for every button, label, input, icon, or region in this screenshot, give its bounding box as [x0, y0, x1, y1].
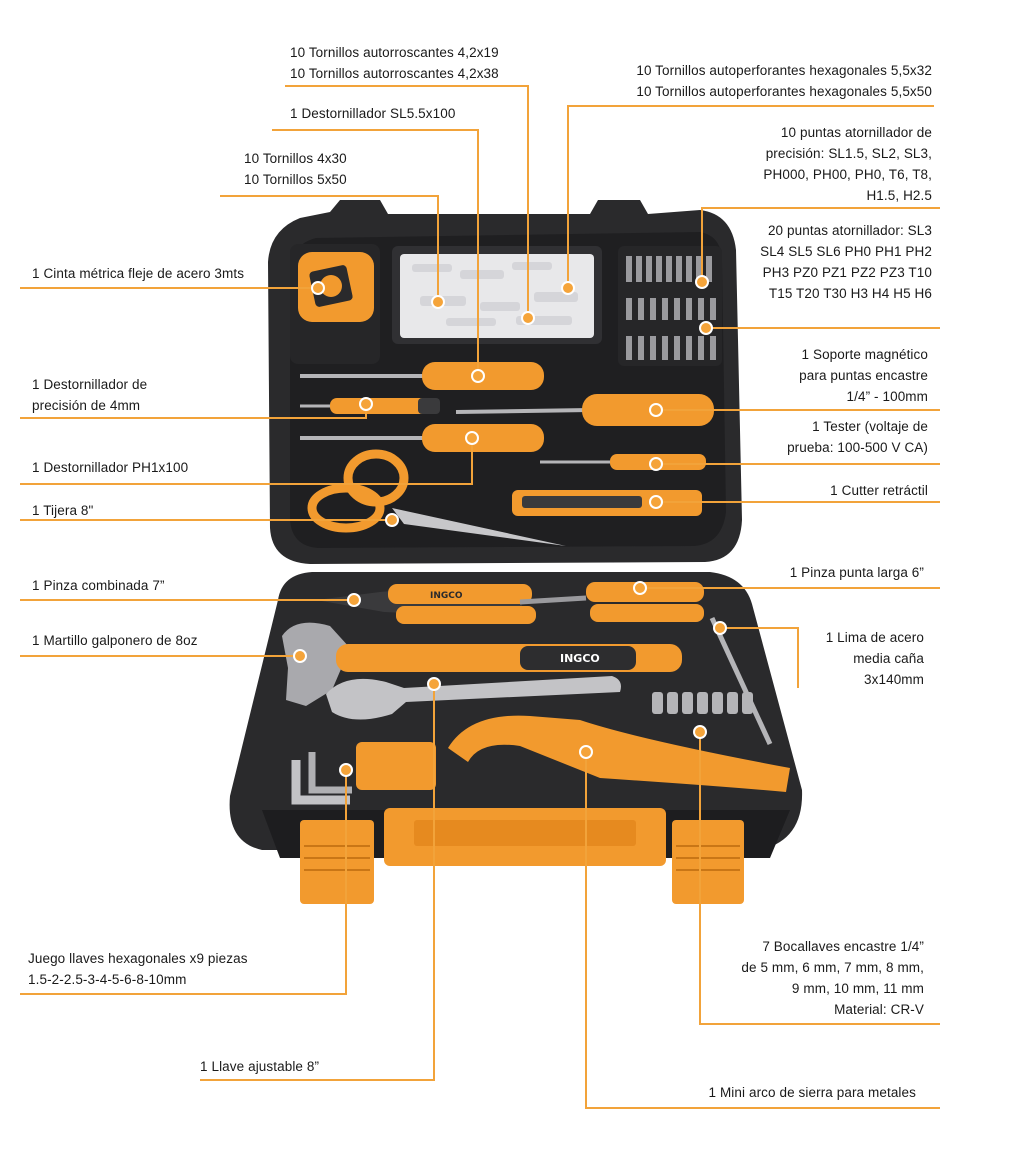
label-destornillador-sl: 1 Destornillador SL5.5x100 — [290, 106, 456, 121]
callout-leader-lines — [20, 85, 940, 1109]
label-pinza-punta-larga: 1 Pinza punta larga 6” — [789, 565, 924, 580]
label-pinza-combinada: 1 Pinza combinada 7” — [32, 578, 165, 593]
brand-mark-hammer: INGCO — [560, 652, 600, 665]
label-bocallaves: 7 Bocallaves encastre 1/4”de 5 mm, 6 mm,… — [741, 939, 924, 1017]
label-cinta-metrica: 1 Cinta métrica fleje de acero 3mts — [32, 266, 245, 281]
case-lid — [268, 200, 742, 564]
label-llave-ajustable: 1 Llave ajustable 8” — [200, 1059, 320, 1074]
case-base — [229, 572, 803, 904]
brand-mark-pliers: INGCO — [430, 591, 463, 601]
label-mini-arco-sierra: 1 Mini arco de sierra para metales — [708, 1085, 916, 1100]
label-tornillos-hexagonales: 10 Tornillos autoperforantes hexagonales… — [636, 63, 932, 99]
callout-dots — [293, 275, 727, 777]
label-tijera: 1 Tijera 8" — [32, 503, 94, 518]
label-destornillador-ph: 1 Destornillador PH1x100 — [32, 460, 189, 475]
label-martillo: 1 Martillo galponero de 8oz — [32, 633, 198, 648]
label-cutter: 1 Cutter retráctil — [830, 483, 928, 498]
